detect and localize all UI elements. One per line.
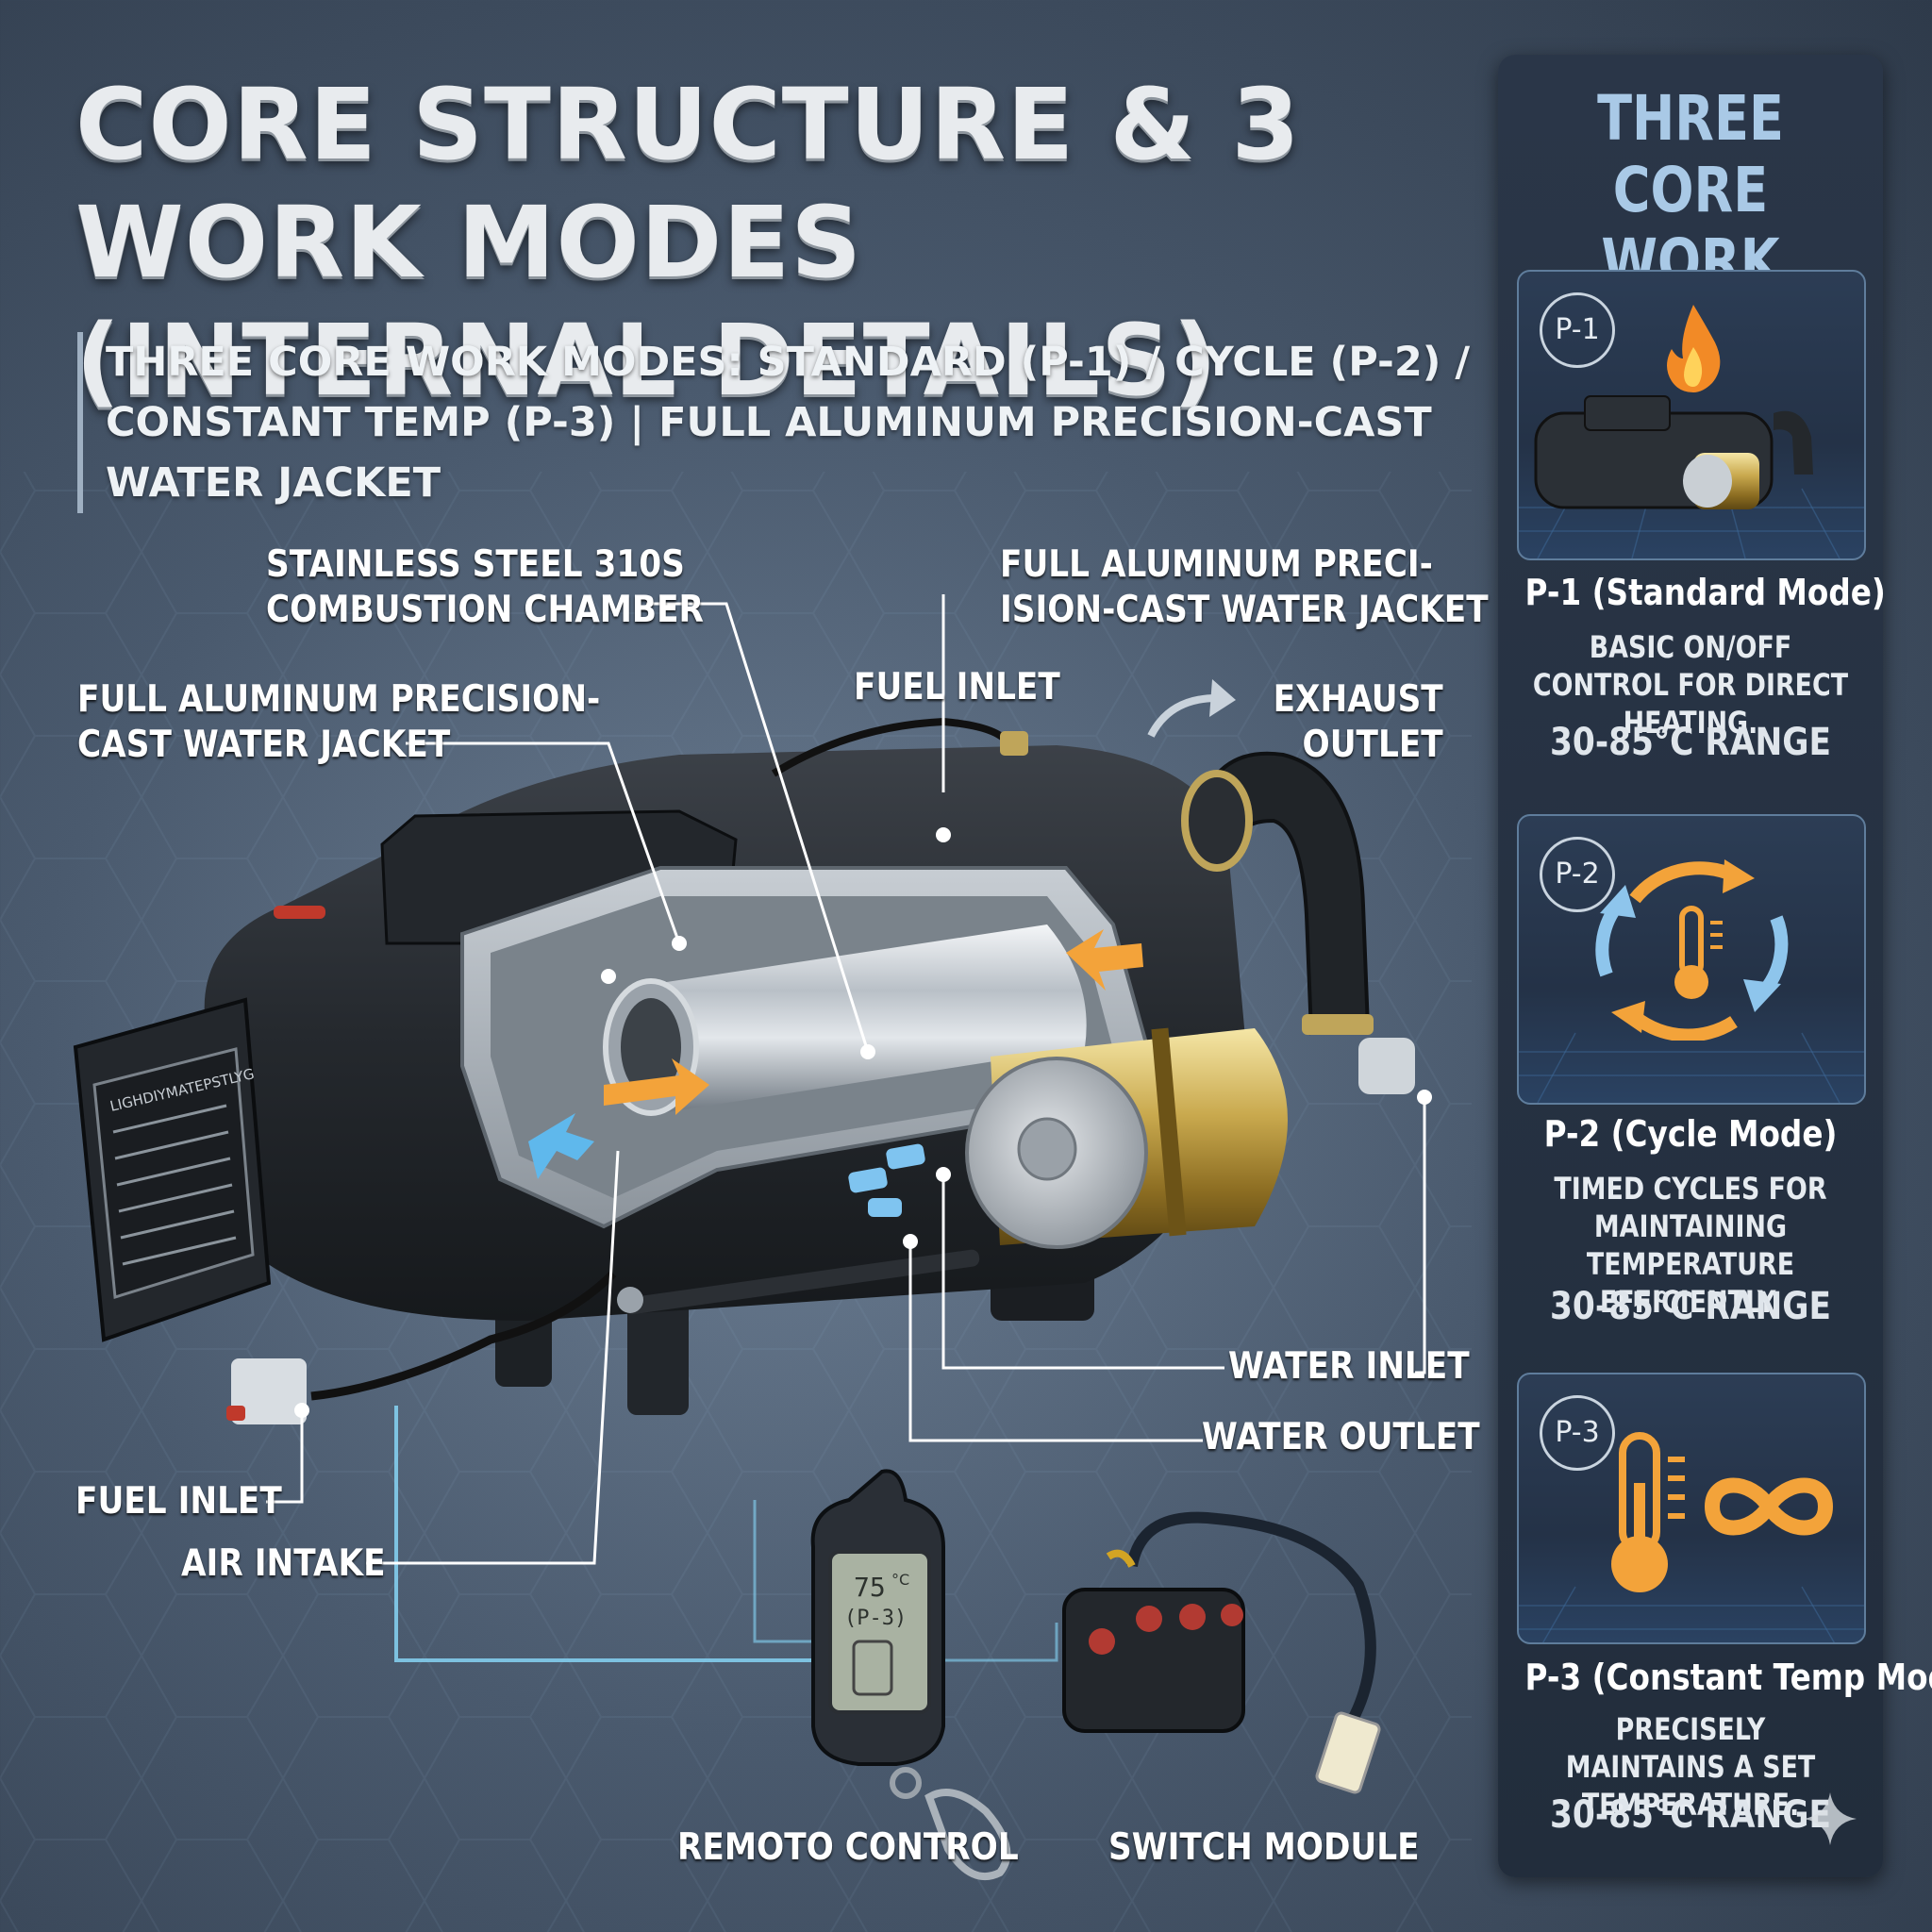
callout-exhaust-outlet: EXHAUST OUTLET: [1273, 678, 1443, 766]
mode-card-p2: P-2: [1517, 814, 1866, 1105]
callout-water-jacket-left: FULL ALUMINUM PRECISION- CAST WATER JACK…: [77, 678, 601, 766]
mode-card-p1: P-1: [1517, 270, 1866, 560]
mode-range-p2: 30-85°C RANGE: [1549, 1285, 1832, 1328]
sparkle-icon: [1804, 1792, 1857, 1845]
remote-temp: 75: [854, 1572, 886, 1603]
callout-fuel-inlet-bottom: FUEL INLET: [75, 1480, 282, 1523]
callout-switch-module: SWITCH MODULE: [1108, 1826, 1420, 1869]
remote-control: 75 °C (P-3): [810, 1469, 1011, 1880]
callout-water-jacket-top: FULL ALUMINUM PRECI- ISION-CAST WATER JA…: [1000, 543, 1489, 631]
p1-illustration: [1519, 395, 1864, 558]
mode-name-p1: P-1 (Standard Mode): [1524, 572, 1886, 613]
thermometer-infinity-icon: [1611, 1432, 1834, 1592]
flow-arrow-orange: [604, 1058, 709, 1115]
callout-water-inlet: WATER INLET: [1228, 1345, 1470, 1388]
remote-mode: (P-3): [844, 1607, 907, 1630]
mode-name-p3: P-3 (Constant Temp Mode): [1524, 1657, 1932, 1698]
p2-grid: [1519, 1032, 1864, 1103]
callout-remote-control: REMOTO CONTROL: [677, 1826, 1019, 1869]
work-modes-panel: THREE CORE WORK MODES P-1 P-1 (Standard …: [1498, 55, 1932, 1877]
mode-range-p1: 30-85°C RANGE: [1549, 721, 1832, 764]
page-title: CORE STRUCTURE & 3 WORK MODES (INTERNAL …: [75, 67, 1301, 418]
mode-desc-p3: PRECISELY MAINTAINS A SET TEMPERATURE.: [1565, 1711, 1816, 1823]
subtitle-line-2: CONSTANT TEMP (P-3) | FULL ALUMINUM PREC…: [106, 399, 1432, 507]
callout-combustion-chamber: STAINLESS STEEL 310S COMBUSTION CHAMBER: [266, 543, 704, 631]
mode-badge-p2: P-2: [1540, 837, 1615, 912]
callout-fuel-inlet-top: FUEL INLET: [854, 666, 1060, 708]
flame-icon: [1667, 305, 1721, 392]
mode-badge-p1: P-1: [1540, 292, 1615, 368]
subtitle-line-1: THREE CORE WORK MODES: STANDARD (P-1) / …: [106, 339, 1471, 386]
mode-card-p3: P-3: [1517, 1373, 1866, 1644]
mode-badge-p3: P-3: [1540, 1395, 1615, 1471]
mode-desc-p1: BASIC ON/OFF CONTROL FOR DIRECT HEATING.: [1532, 629, 1849, 741]
cycle-thermometer-icon: [1595, 859, 1789, 1041]
callout-water-outlet: WATER OUTLET: [1202, 1416, 1480, 1458]
keyring-icon: [924, 1789, 1011, 1880]
end-fitting: [1358, 1038, 1415, 1094]
subtitle: THREE CORE WORK MODES: STANDARD (P-1) / …: [77, 332, 1492, 513]
connector: [231, 1358, 307, 1424]
mode-range-p3: 30-85°C RANGE: [1549, 1793, 1832, 1837]
mode-desc-p2: TIMED CYCLES FOR MAINTAINING TEMPERATURE…: [1554, 1171, 1827, 1320]
callout-air-intake: AIR INTAKE: [181, 1542, 386, 1585]
mode-name-p2: P-2 (Cycle Mode): [1543, 1113, 1838, 1155]
p3-grid: [1519, 1586, 1864, 1642]
switch-module-device: [1062, 1511, 1381, 1794]
remote-unit: °C: [891, 1571, 909, 1589]
